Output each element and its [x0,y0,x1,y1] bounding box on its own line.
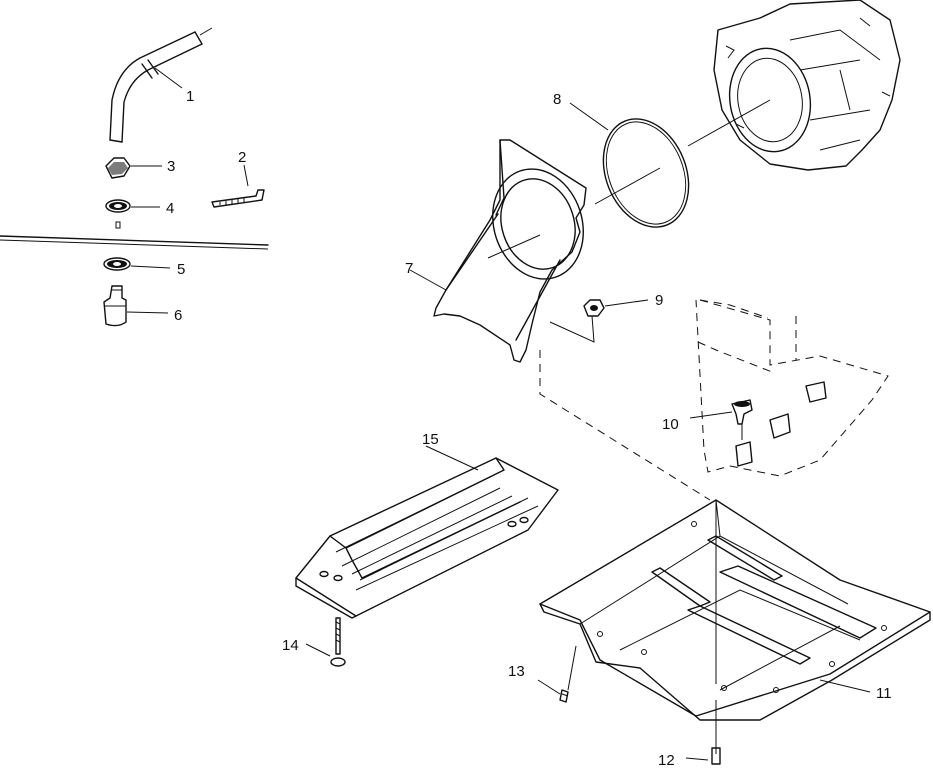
hull-surface-line [0,235,269,250]
pin-part-2 [211,164,265,208]
callout-13: 13 [508,663,525,680]
hose-part-1 [109,27,213,143]
callout-3: 3 [167,158,175,175]
washer-part-4 [105,199,160,229]
adapter-housing-part-7 [409,139,587,363]
callout-6: 6 [174,307,182,324]
ride-plate-part-11 [539,499,931,721]
nut-part-9 [549,299,649,343]
washer-part-5 [103,257,171,271]
nut-part-3 [105,157,162,179]
plug-part-10 [689,399,753,440]
screw-part-14 [305,617,346,667]
screw-part-12 [685,700,721,765]
fitting-part-6 [103,285,169,327]
callout-15: 15 [422,431,439,448]
callout-12: 12 [658,752,675,769]
callout-7: 7 [405,260,413,277]
intake-grommets [735,381,827,467]
screw-part-13 [537,645,577,703]
callout-9: 9 [655,292,663,309]
jet-pump-housing [713,0,901,171]
callout-2: 2 [238,149,246,166]
callout-11: 11 [876,685,892,702]
callout-8: 8 [553,91,561,108]
callout-10: 10 [662,416,679,433]
intake-grate-part-15 [295,445,559,619]
callout-4: 4 [166,200,174,217]
callout-1: 1 [186,88,194,105]
o-ring-part-8 [569,99,771,228]
callout-14: 14 [282,637,299,654]
callout-5: 5 [177,261,185,278]
intake-area-dashed-outline [539,299,889,501]
